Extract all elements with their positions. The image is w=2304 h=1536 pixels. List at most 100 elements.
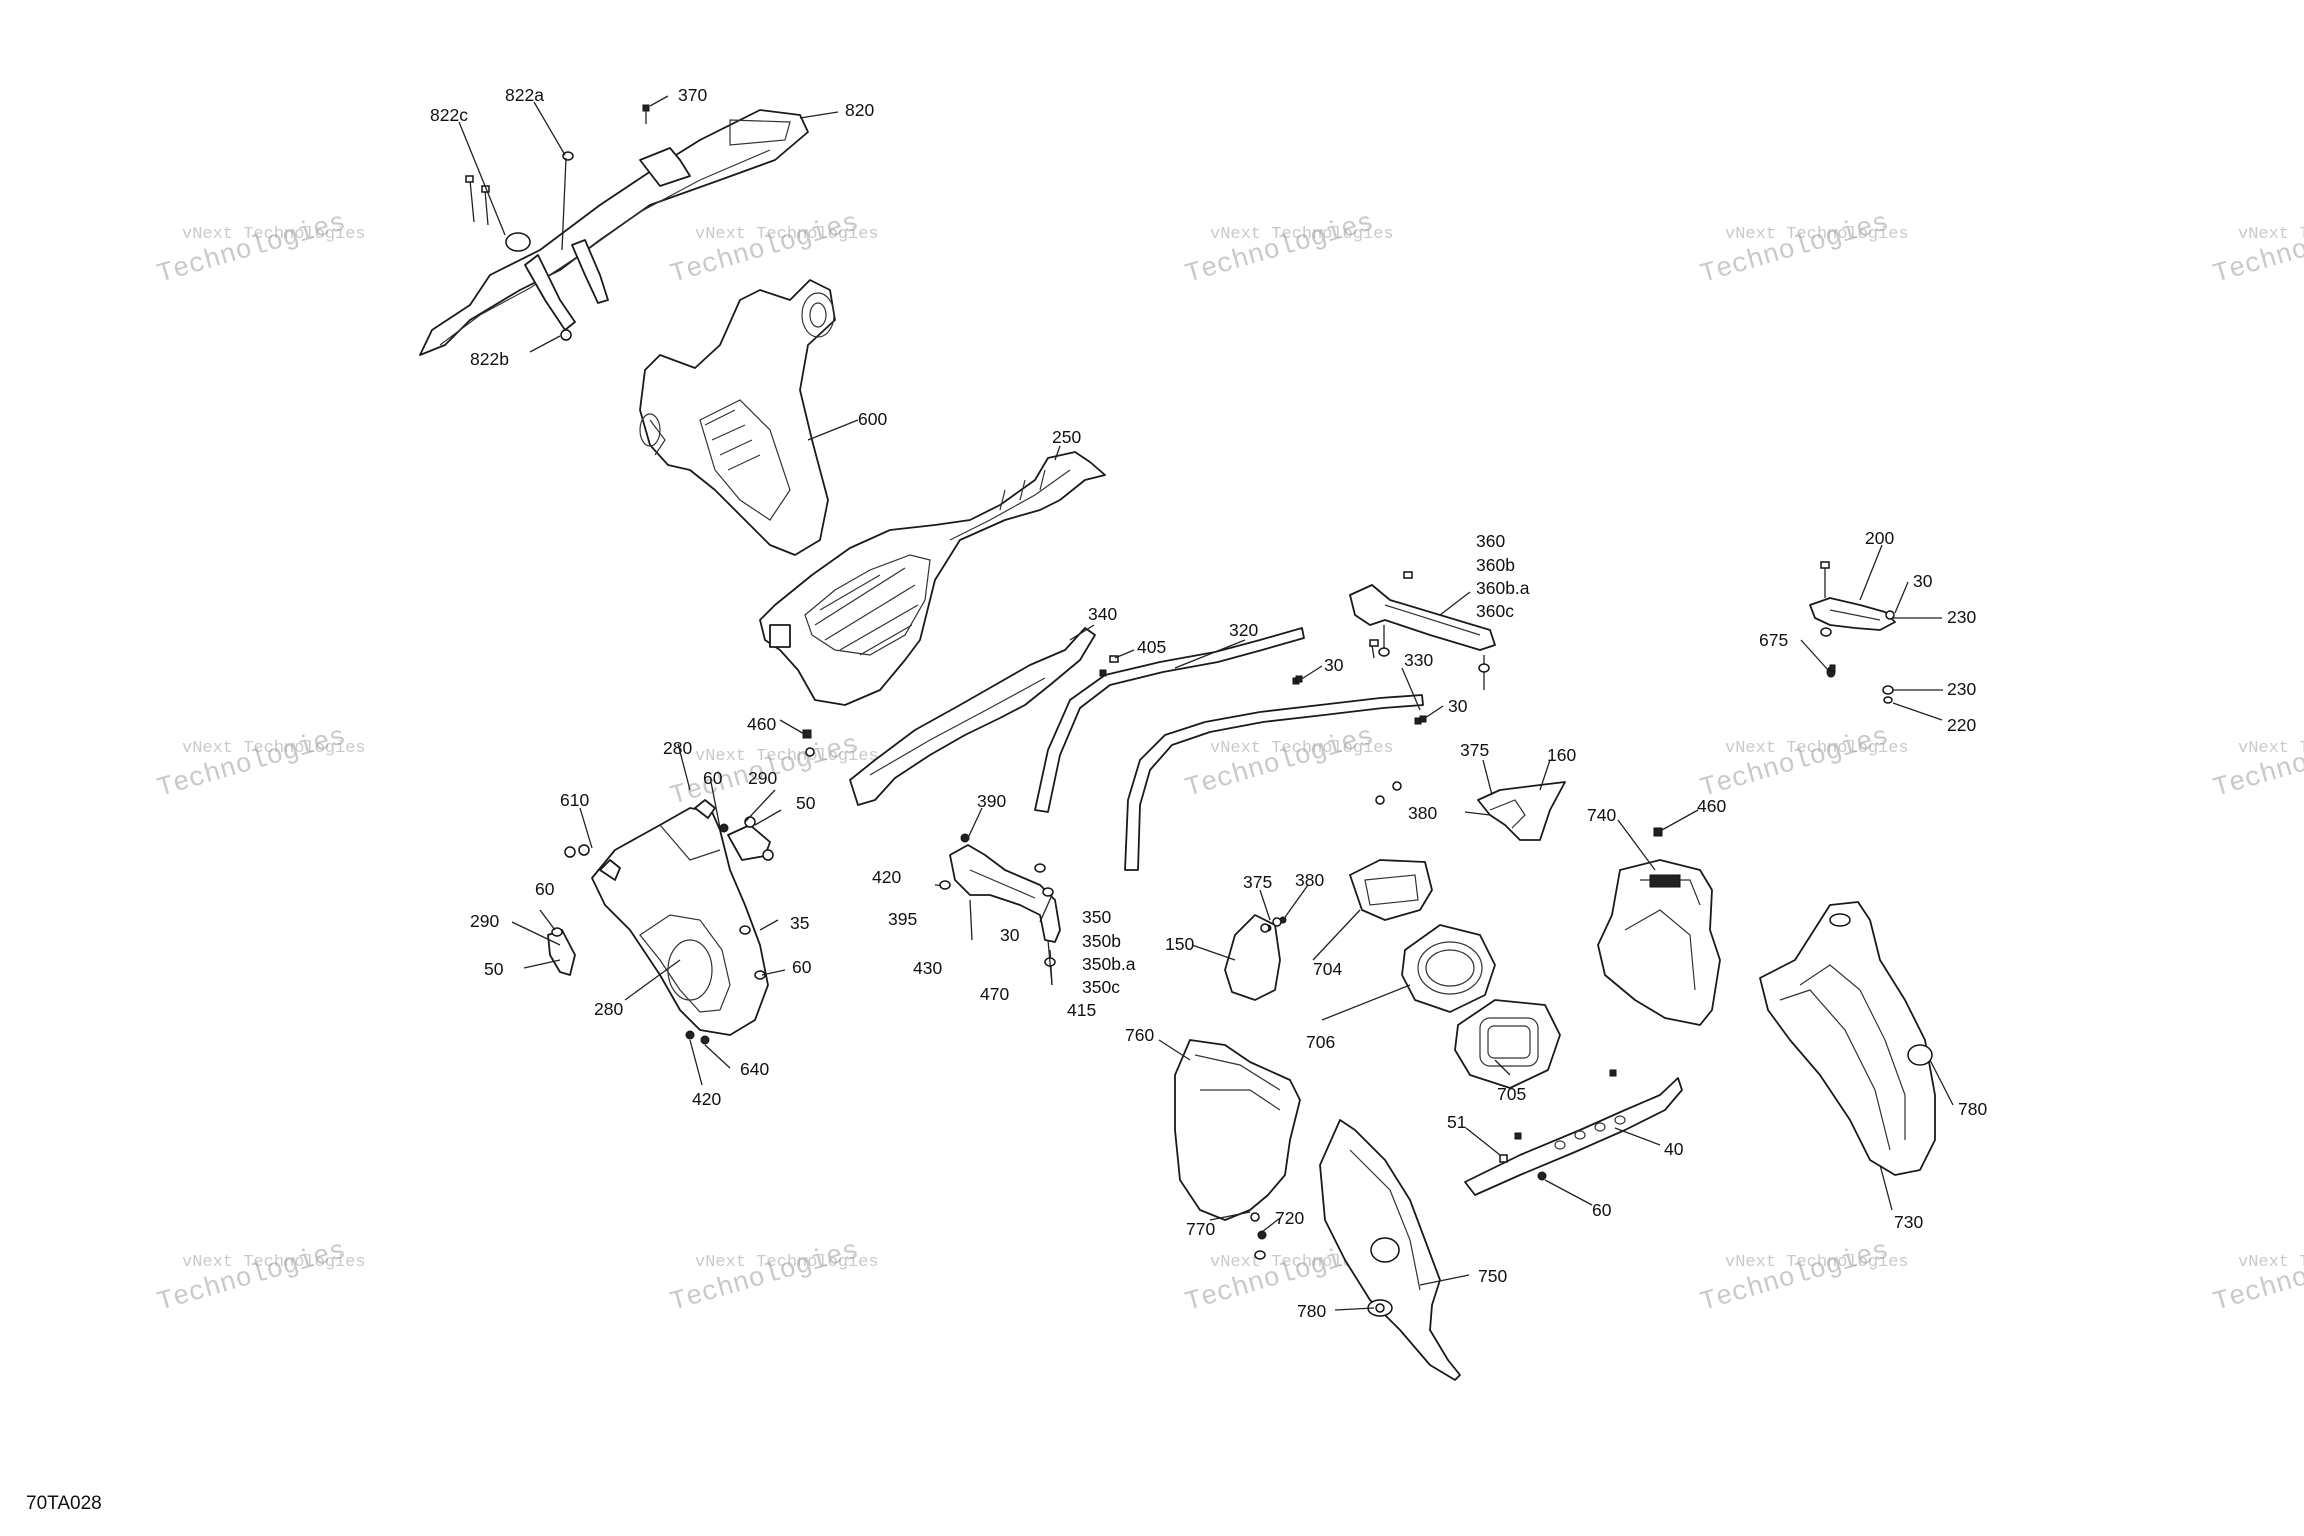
callout-350: 350 bbox=[1082, 907, 1111, 927]
watermark-text: vNext Technologies bbox=[182, 1253, 366, 1272]
watermark-text: vNext Technologies bbox=[182, 739, 366, 758]
callout-350ba: 350b.a bbox=[1082, 954, 1136, 974]
watermark-10: vNext Technologies Technologies bbox=[2210, 722, 2304, 804]
watermark-text: Technologies bbox=[154, 722, 349, 804]
callout-360: 360 bbox=[1476, 531, 1505, 551]
hardware-misc bbox=[939, 664, 1836, 1313]
callout-40: 40 bbox=[1664, 1139, 1684, 1159]
watermark-text: Technologies bbox=[1697, 1236, 1892, 1318]
callout-822b: 822b bbox=[470, 349, 509, 369]
part-706 bbox=[1401, 924, 1496, 1013]
callout-704: 704 bbox=[1313, 959, 1342, 979]
watermark-2: vNext Technologies Technologies bbox=[667, 208, 878, 290]
part-760 bbox=[1174, 1039, 1301, 1240]
part-740 bbox=[1597, 827, 1721, 1026]
callout-470: 470 bbox=[980, 984, 1009, 1004]
callout-610: 610 bbox=[560, 790, 589, 810]
callout-50: 50 bbox=[796, 793, 816, 813]
callout-822c: 822c bbox=[430, 105, 468, 125]
callouts: 822a 822c 370 820 822b 600 250 360 360b … bbox=[430, 85, 1987, 1321]
part-350 bbox=[934, 833, 1061, 986]
callout-430: 430 bbox=[913, 958, 942, 978]
callout-420: 420 bbox=[692, 1089, 721, 1109]
part-40 bbox=[1464, 1069, 1683, 1196]
callout-820: 820 bbox=[845, 100, 874, 120]
part-200 bbox=[1809, 561, 1896, 704]
callout-375: 375 bbox=[1243, 872, 1272, 892]
watermark-3: vNext Technologies Technologies bbox=[1182, 208, 1393, 290]
callout-30: 30 bbox=[1324, 655, 1344, 675]
part-750 bbox=[1319, 1119, 1461, 1381]
watermark-text: vNext Technologies bbox=[1725, 1253, 1909, 1272]
callout-460: 460 bbox=[747, 714, 776, 734]
watermark-text: Technologies bbox=[2210, 208, 2304, 290]
watermark-text: Technologies bbox=[1182, 208, 1377, 290]
watermark-text: Technologies bbox=[1182, 722, 1377, 804]
watermark-text: vNext Technologies bbox=[695, 1253, 879, 1272]
hardware-822 bbox=[465, 104, 650, 341]
callout-30: 30 bbox=[1913, 571, 1933, 591]
watermark-text: Technologies bbox=[1697, 722, 1892, 804]
callout-380: 380 bbox=[1408, 803, 1437, 823]
part-280 bbox=[547, 729, 815, 1045]
diagram-code: 70TA028 bbox=[26, 1493, 102, 1514]
watermark-text: Technologies bbox=[2210, 722, 2304, 804]
callout-35: 35 bbox=[790, 913, 809, 933]
part-820 bbox=[419, 109, 809, 356]
callout-60: 60 bbox=[703, 768, 723, 788]
callout-395: 395 bbox=[888, 909, 917, 929]
part-705 bbox=[1454, 999, 1561, 1089]
watermark-text: vNext Technologies bbox=[695, 747, 879, 766]
watermark-text: vNext Technologies bbox=[2238, 1253, 2304, 1272]
watermark-text: vNext Technologies bbox=[695, 225, 879, 244]
callout-160: 160 bbox=[1547, 745, 1576, 765]
callout-705: 705 bbox=[1497, 1084, 1526, 1104]
callout-350b: 350b bbox=[1082, 931, 1121, 951]
watermark-text: vNext Technologies bbox=[2238, 225, 2304, 244]
watermark-text: vNext Technologies bbox=[1725, 739, 1909, 758]
part-160 bbox=[1477, 781, 1566, 841]
callout-60: 60 bbox=[535, 879, 555, 899]
callout-350c: 350c bbox=[1082, 977, 1120, 997]
callout-780: 780 bbox=[1297, 1301, 1326, 1321]
part-360 bbox=[1349, 571, 1496, 690]
callout-230: 230 bbox=[1947, 679, 1976, 699]
watermark-text: Technologies bbox=[154, 208, 349, 290]
callout-370: 370 bbox=[678, 85, 707, 105]
callout-460: 460 bbox=[1697, 796, 1726, 816]
part-600 bbox=[639, 279, 836, 556]
callout-822a: 822a bbox=[505, 85, 544, 105]
watermark-6: vNext Technologies Technologies bbox=[154, 722, 365, 804]
callout-750: 750 bbox=[1478, 1266, 1507, 1286]
part-330 bbox=[1124, 694, 1424, 871]
callout-415: 415 bbox=[1067, 1000, 1096, 1020]
callout-360b: 360b bbox=[1476, 555, 1515, 575]
callout-250: 250 bbox=[1052, 427, 1081, 447]
part-730 bbox=[1759, 901, 1936, 1176]
watermark-text: Technologies bbox=[667, 208, 862, 290]
parts bbox=[419, 104, 1936, 1381]
callout-380: 380 bbox=[1295, 870, 1324, 890]
callout-405: 405 bbox=[1137, 637, 1166, 657]
watermark-11: vNext Technologies Technologies bbox=[154, 1236, 365, 1318]
callout-30: 30 bbox=[1448, 696, 1468, 716]
callout-290: 290 bbox=[470, 911, 499, 931]
callout-150: 150 bbox=[1165, 934, 1194, 954]
callout-420: 420 bbox=[872, 867, 901, 887]
callout-60: 60 bbox=[1592, 1200, 1612, 1220]
watermark-1: vNext Technologies Technologies bbox=[154, 208, 365, 290]
watermark-4: vNext Technologies Technologies bbox=[1697, 208, 1908, 290]
callout-51: 51 bbox=[1447, 1112, 1466, 1132]
callout-220: 220 bbox=[1947, 715, 1976, 735]
part-704 bbox=[1349, 859, 1433, 921]
callout-640: 640 bbox=[740, 1059, 769, 1079]
callout-770: 770 bbox=[1186, 1219, 1215, 1239]
watermark-12: vNext Technologies Technologies bbox=[667, 1236, 878, 1318]
callout-30: 30 bbox=[1000, 925, 1020, 945]
watermark-text: vNext Technologies bbox=[1210, 739, 1394, 758]
watermark-text: Technologies bbox=[1697, 208, 1892, 290]
watermark-9: vNext Technologies Technologies bbox=[1697, 722, 1908, 804]
callout-360c: 360c bbox=[1476, 601, 1514, 621]
callout-760: 760 bbox=[1125, 1025, 1154, 1045]
